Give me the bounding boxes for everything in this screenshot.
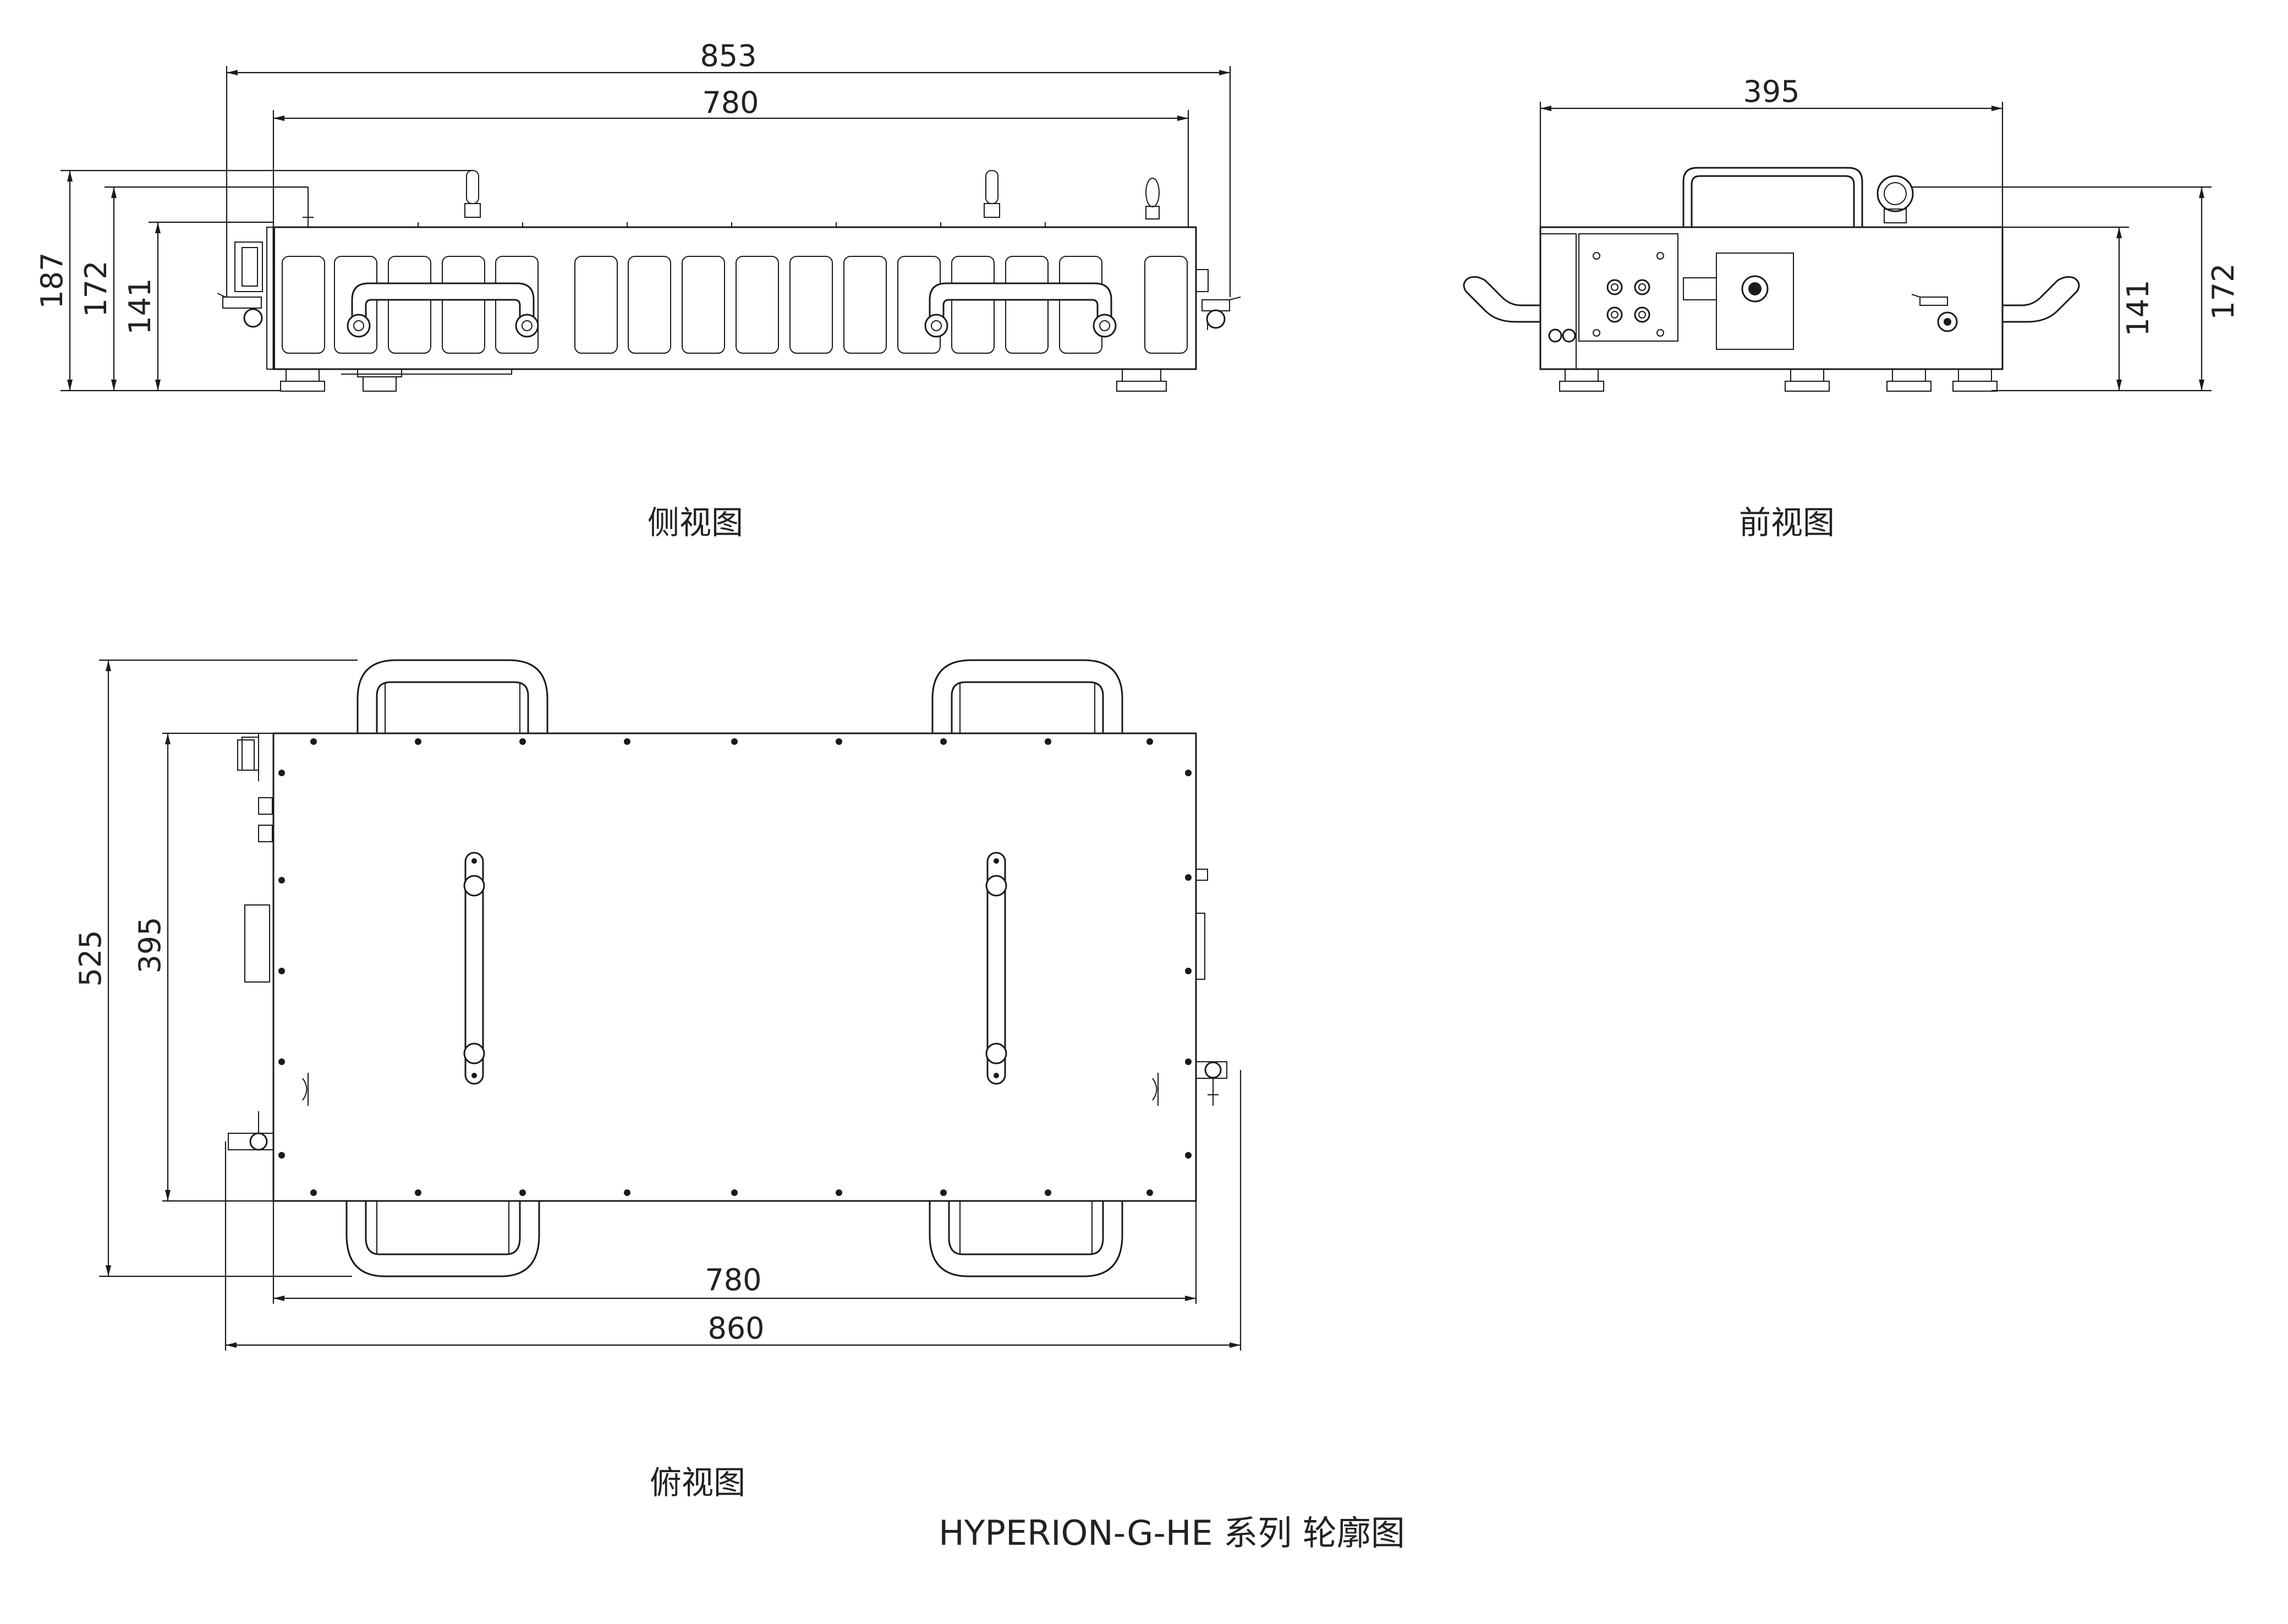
side-view-caption: 侧视图: [648, 504, 743, 541]
top-handle-upper-right: [931, 659, 1123, 734]
top-perimeter-screws: [278, 738, 1192, 1196]
side-dim-handle-height: 172: [79, 260, 113, 317]
side-handle-right: [924, 282, 1117, 338]
side-handle-left: [347, 282, 539, 338]
side-valve-right: [1195, 269, 1241, 330]
front-side-handle-left: [1463, 276, 1541, 323]
top-dimensions: 525 395 780 860: [73, 659, 1242, 1351]
side-vent-slots: [282, 256, 1188, 354]
front-fiber-port: [1716, 253, 1794, 350]
front-lifting-eye: [1877, 175, 1914, 212]
front-top-handle: [1682, 167, 1863, 228]
top-body: [272, 732, 1197, 1202]
side-dim-overall-length: 853: [700, 39, 756, 73]
front-body: [1539, 226, 2004, 370]
top-handle-upper-left: [356, 659, 548, 734]
top-lifting-bar-right: [985, 852, 1007, 1085]
side-body: [272, 226, 1197, 370]
top-clip-right: [1152, 1073, 1159, 1106]
top-dim-body-length: 780: [705, 1263, 761, 1297]
side-dimensions: 853 780 187 172 141: [35, 39, 1231, 392]
top-dim-overall-length: 860: [707, 1311, 764, 1346]
side-view: 853 780 187 172 141 侧视图: [35, 39, 1241, 541]
side-dim-body-length: 780: [702, 85, 759, 120]
top-left-fittings: [228, 1111, 274, 1151]
front-connectors: [1548, 279, 1650, 343]
front-dimensions: 395 141 172: [1539, 74, 2241, 392]
front-view: 395 141 172 前视图: [1463, 74, 2241, 541]
side-dim-total-height: 187: [35, 252, 69, 309]
top-view: 525 395 780 860 俯视图: [73, 659, 1242, 1501]
top-handle-lower-right: [929, 1200, 1123, 1277]
front-dim-body-height: 141: [2121, 279, 2155, 336]
side-lifting-eyes: [303, 170, 1160, 227]
top-lifting-bar-left: [463, 852, 485, 1085]
front-dim-handle-height: 172: [2206, 263, 2241, 320]
top-view-caption: 俯视图: [650, 1464, 745, 1501]
top-handle-lower-left: [345, 1200, 540, 1277]
top-dim-overall-depth: 525: [73, 930, 108, 986]
front-view-caption: 前视图: [1739, 504, 1835, 541]
side-valve-left: [217, 293, 263, 328]
side-dim-body-height: 141: [123, 278, 157, 334]
front-dim-width: 395: [1743, 74, 1799, 109]
top-right-fittings: [1196, 869, 1227, 1106]
drawing-title: HYPERION-G-HE 系列 轮廓图: [939, 1513, 1405, 1553]
top-dim-body-depth: 395: [133, 917, 167, 973]
front-water-valve: [1911, 294, 1958, 332]
side-feet: [280, 369, 1167, 392]
top-clip-left: [302, 1073, 309, 1106]
front-side-handle-right: [2001, 276, 2080, 323]
front-feet: [1559, 369, 1998, 392]
